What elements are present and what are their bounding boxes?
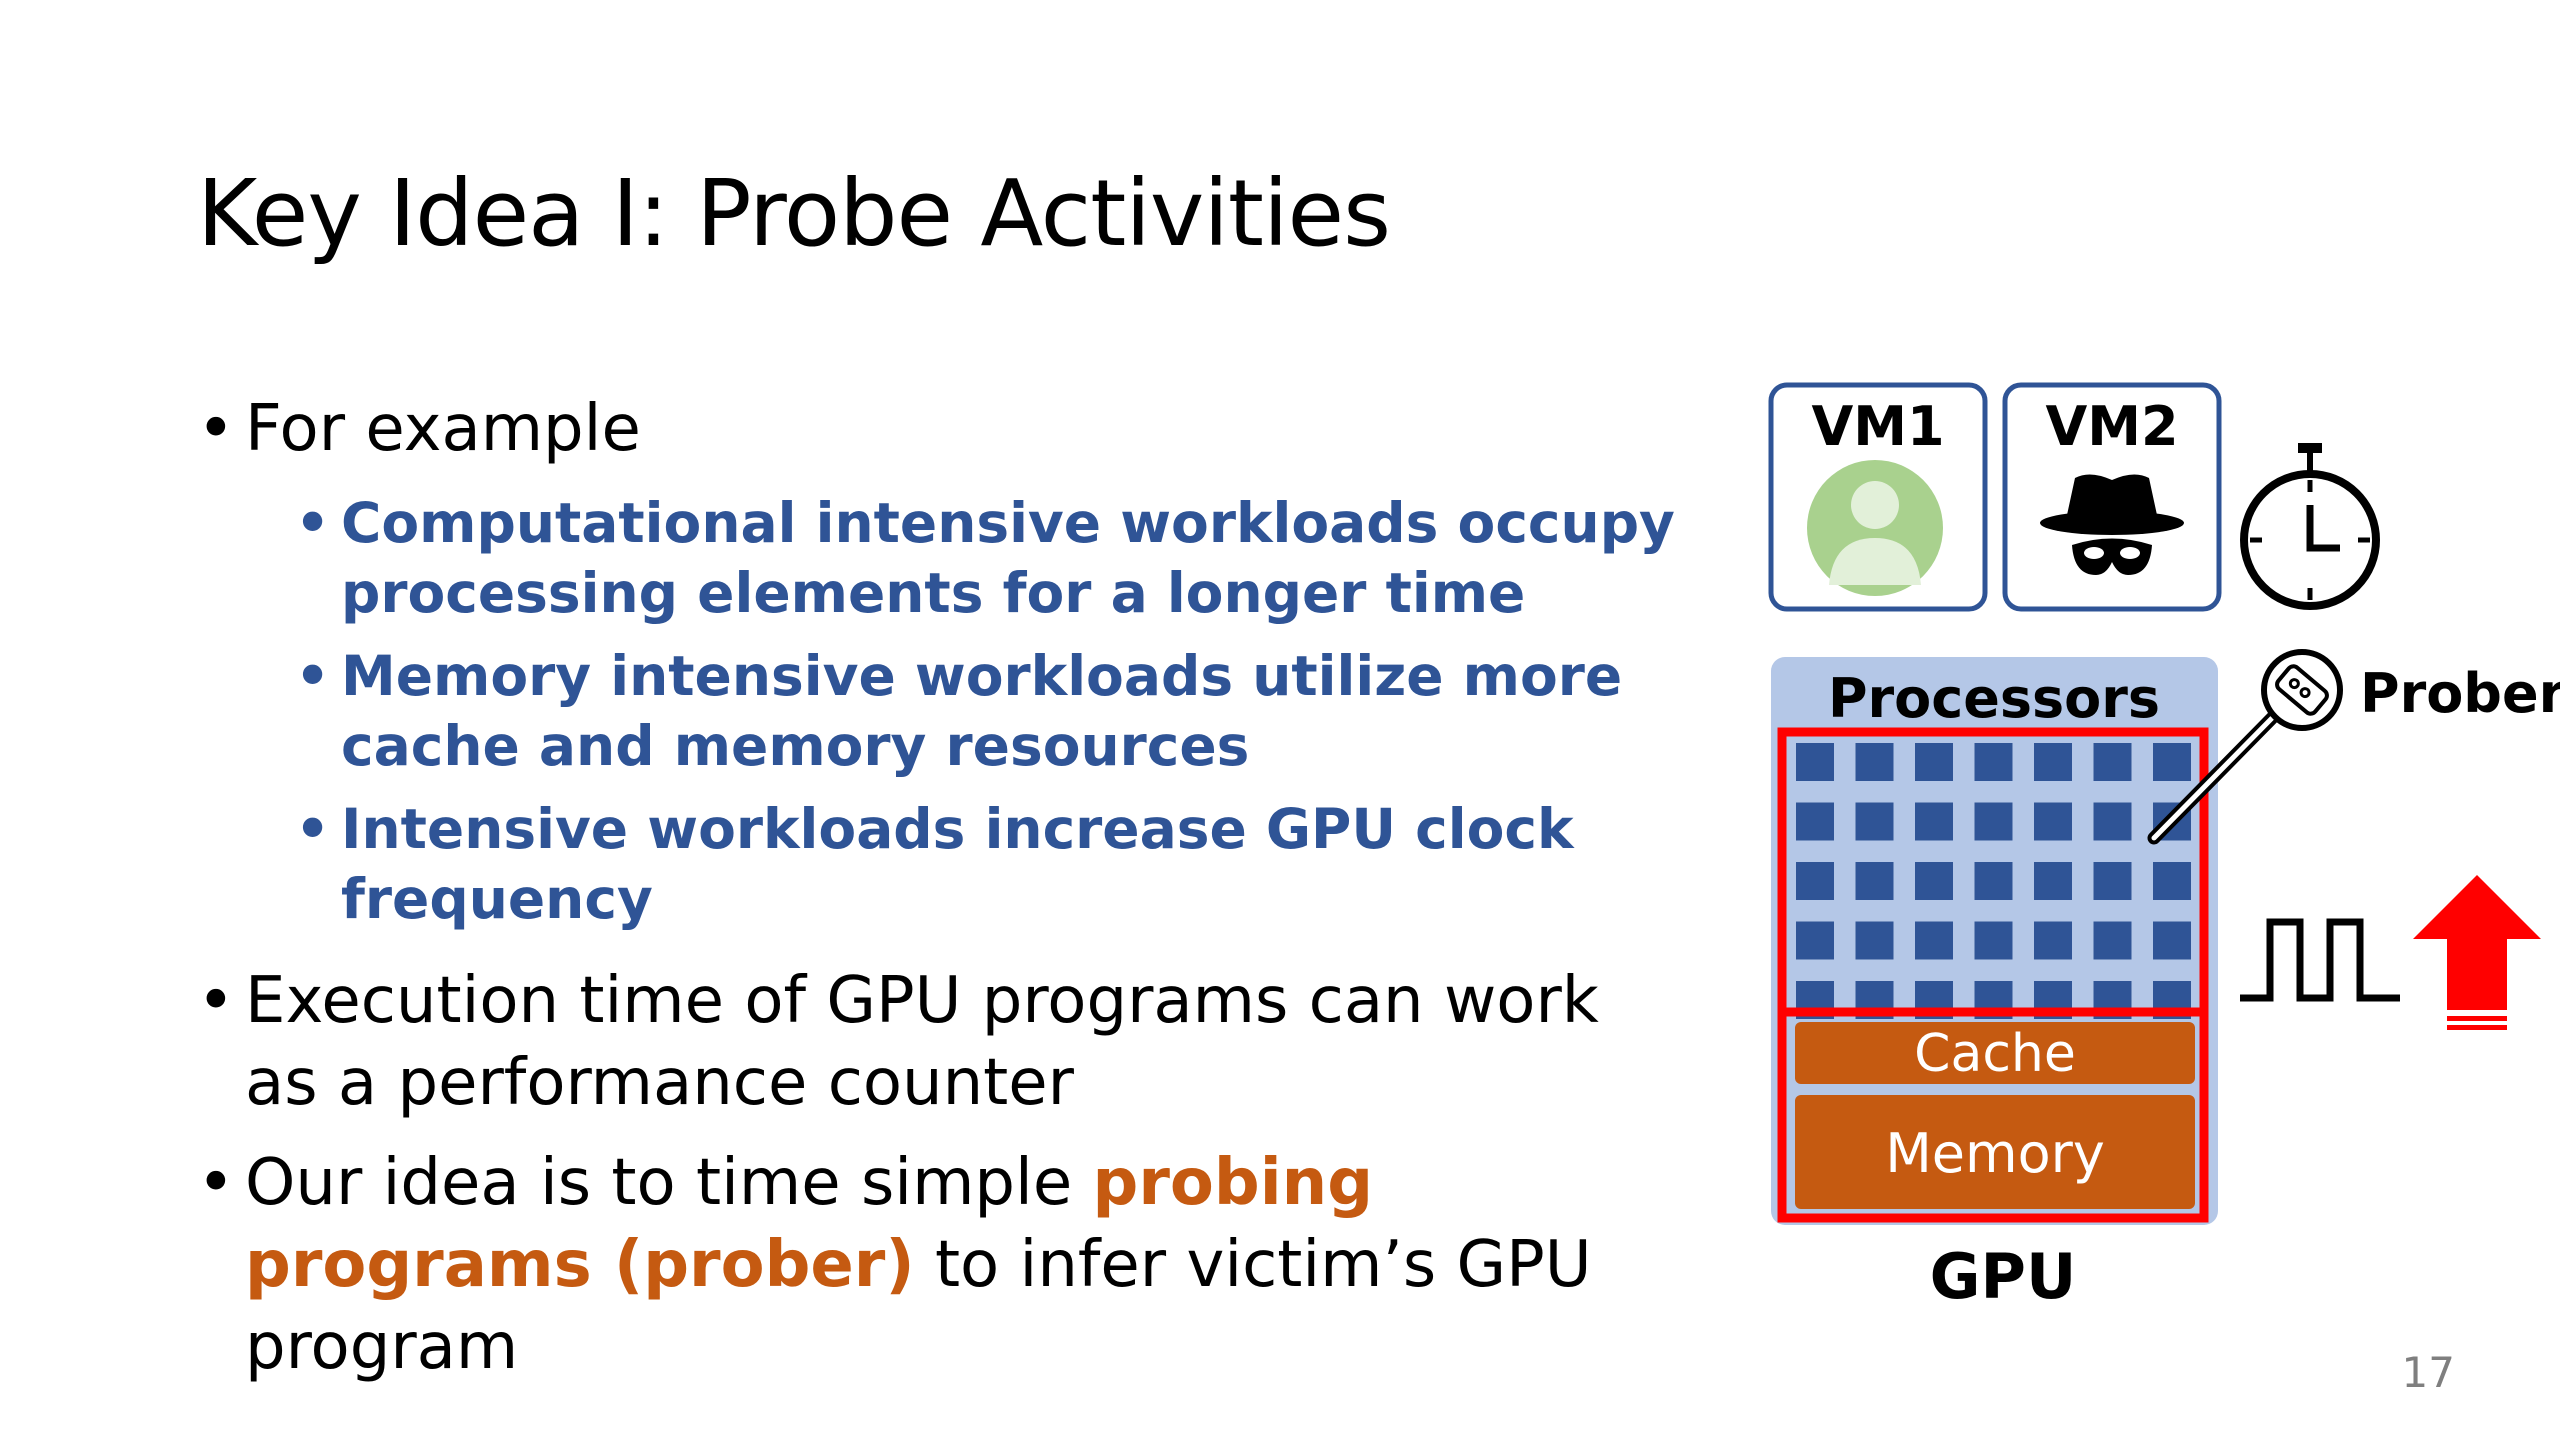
processor-core: [1915, 743, 1953, 781]
processor-core: [1855, 802, 1894, 841]
gpu-label: GPU: [1930, 1240, 2077, 1313]
bullet-for-example: For example: [197, 388, 1677, 470]
sub-bullet-text: Intensive workloads increase GPU clock f…: [341, 797, 1574, 931]
bullet-text: For example: [245, 392, 641, 466]
processor-core: [2093, 802, 2132, 841]
processors-label: Processors: [1828, 667, 2160, 730]
prober-label: Prober: [2360, 662, 2560, 725]
processor-core: [2093, 921, 2132, 960]
processor-core: [2034, 743, 2072, 781]
bullet-text-pre: Our idea is to time simple: [245, 1146, 1093, 1220]
vm2-label: VM2: [2045, 395, 2178, 458]
processor-core: [1796, 921, 1834, 960]
user-avatar-icon: [1807, 460, 1943, 596]
processor-core: [1974, 921, 2013, 960]
processor-core: [1796, 862, 1834, 900]
processor-core: [1855, 862, 1894, 900]
processor-core: [2153, 743, 2191, 781]
stopwatch-icon: [2240, 443, 2380, 610]
bullet-execution-time: Execution time of GPU programs can work …: [197, 960, 1677, 1124]
cache-label: Cache: [1914, 1024, 2076, 1084]
processor-core: [1915, 802, 1953, 841]
memory-label: Memory: [1885, 1122, 2105, 1185]
processor-core: [1974, 802, 2013, 841]
gpu-block: Processors Cache Memory: [1771, 657, 2218, 1225]
processor-core: [1974, 743, 2013, 781]
processor-core: [1796, 743, 1834, 781]
bullet-text: Execution time of GPU programs can work …: [245, 964, 1599, 1120]
vm2-box: VM2: [2002, 382, 2222, 612]
page-number: 17: [2401, 1348, 2455, 1397]
processor-core: [1855, 743, 1894, 781]
processor-core: [2153, 862, 2191, 900]
red-up-arrow-icon: [2413, 875, 2541, 1030]
sub-bullet-clock: Intensive workloads increase GPU clock f…: [295, 794, 1677, 934]
vm1-label: VM1: [1811, 395, 1944, 458]
square-wave-icon: [2240, 918, 2400, 1002]
processor-core: [1915, 862, 1953, 900]
sub-bullet-compute: Computational intensive workloads occupy…: [295, 488, 1677, 628]
processor-core: [2034, 862, 2072, 900]
processor-core: [1974, 862, 2013, 900]
vm1-box: VM1: [1768, 382, 1988, 612]
bullet-our-idea: Our idea is to time simple probing progr…: [197, 1142, 1677, 1388]
processor-core: [2093, 862, 2132, 900]
bullet-text-post: to infer victim’s GPU program: [245, 1228, 1592, 1384]
processor-core: [1915, 921, 1953, 960]
processor-core: [1796, 802, 1834, 841]
processor-core: [2153, 921, 2191, 960]
cache-block: [1795, 1022, 2195, 1084]
processor-core: [1855, 921, 1894, 960]
processor-core: [2034, 921, 2072, 960]
bullet-highlight-prober: probing programs (prober): [245, 1146, 1373, 1302]
sub-bullet-text: Computational intensive workloads occupy…: [341, 491, 1675, 625]
spy-hat-icon: [2040, 474, 2184, 575]
sub-bullet-text: Memory intensive workloads utilize more …: [341, 644, 1623, 778]
processor-core: [2034, 802, 2072, 841]
magnifier-probe-icon: [2147, 649, 2343, 845]
memory-block: [1795, 1095, 2195, 1209]
processor-core: [2093, 743, 2132, 781]
slide-title: Key Idea I: Probe Activities: [197, 160, 1391, 267]
bullet-list: For example Computational intensive work…: [197, 388, 1677, 1406]
sub-bullet-memory: Memory intensive workloads utilize more …: [295, 641, 1677, 781]
memory-highlight: [1777, 1007, 2209, 1223]
